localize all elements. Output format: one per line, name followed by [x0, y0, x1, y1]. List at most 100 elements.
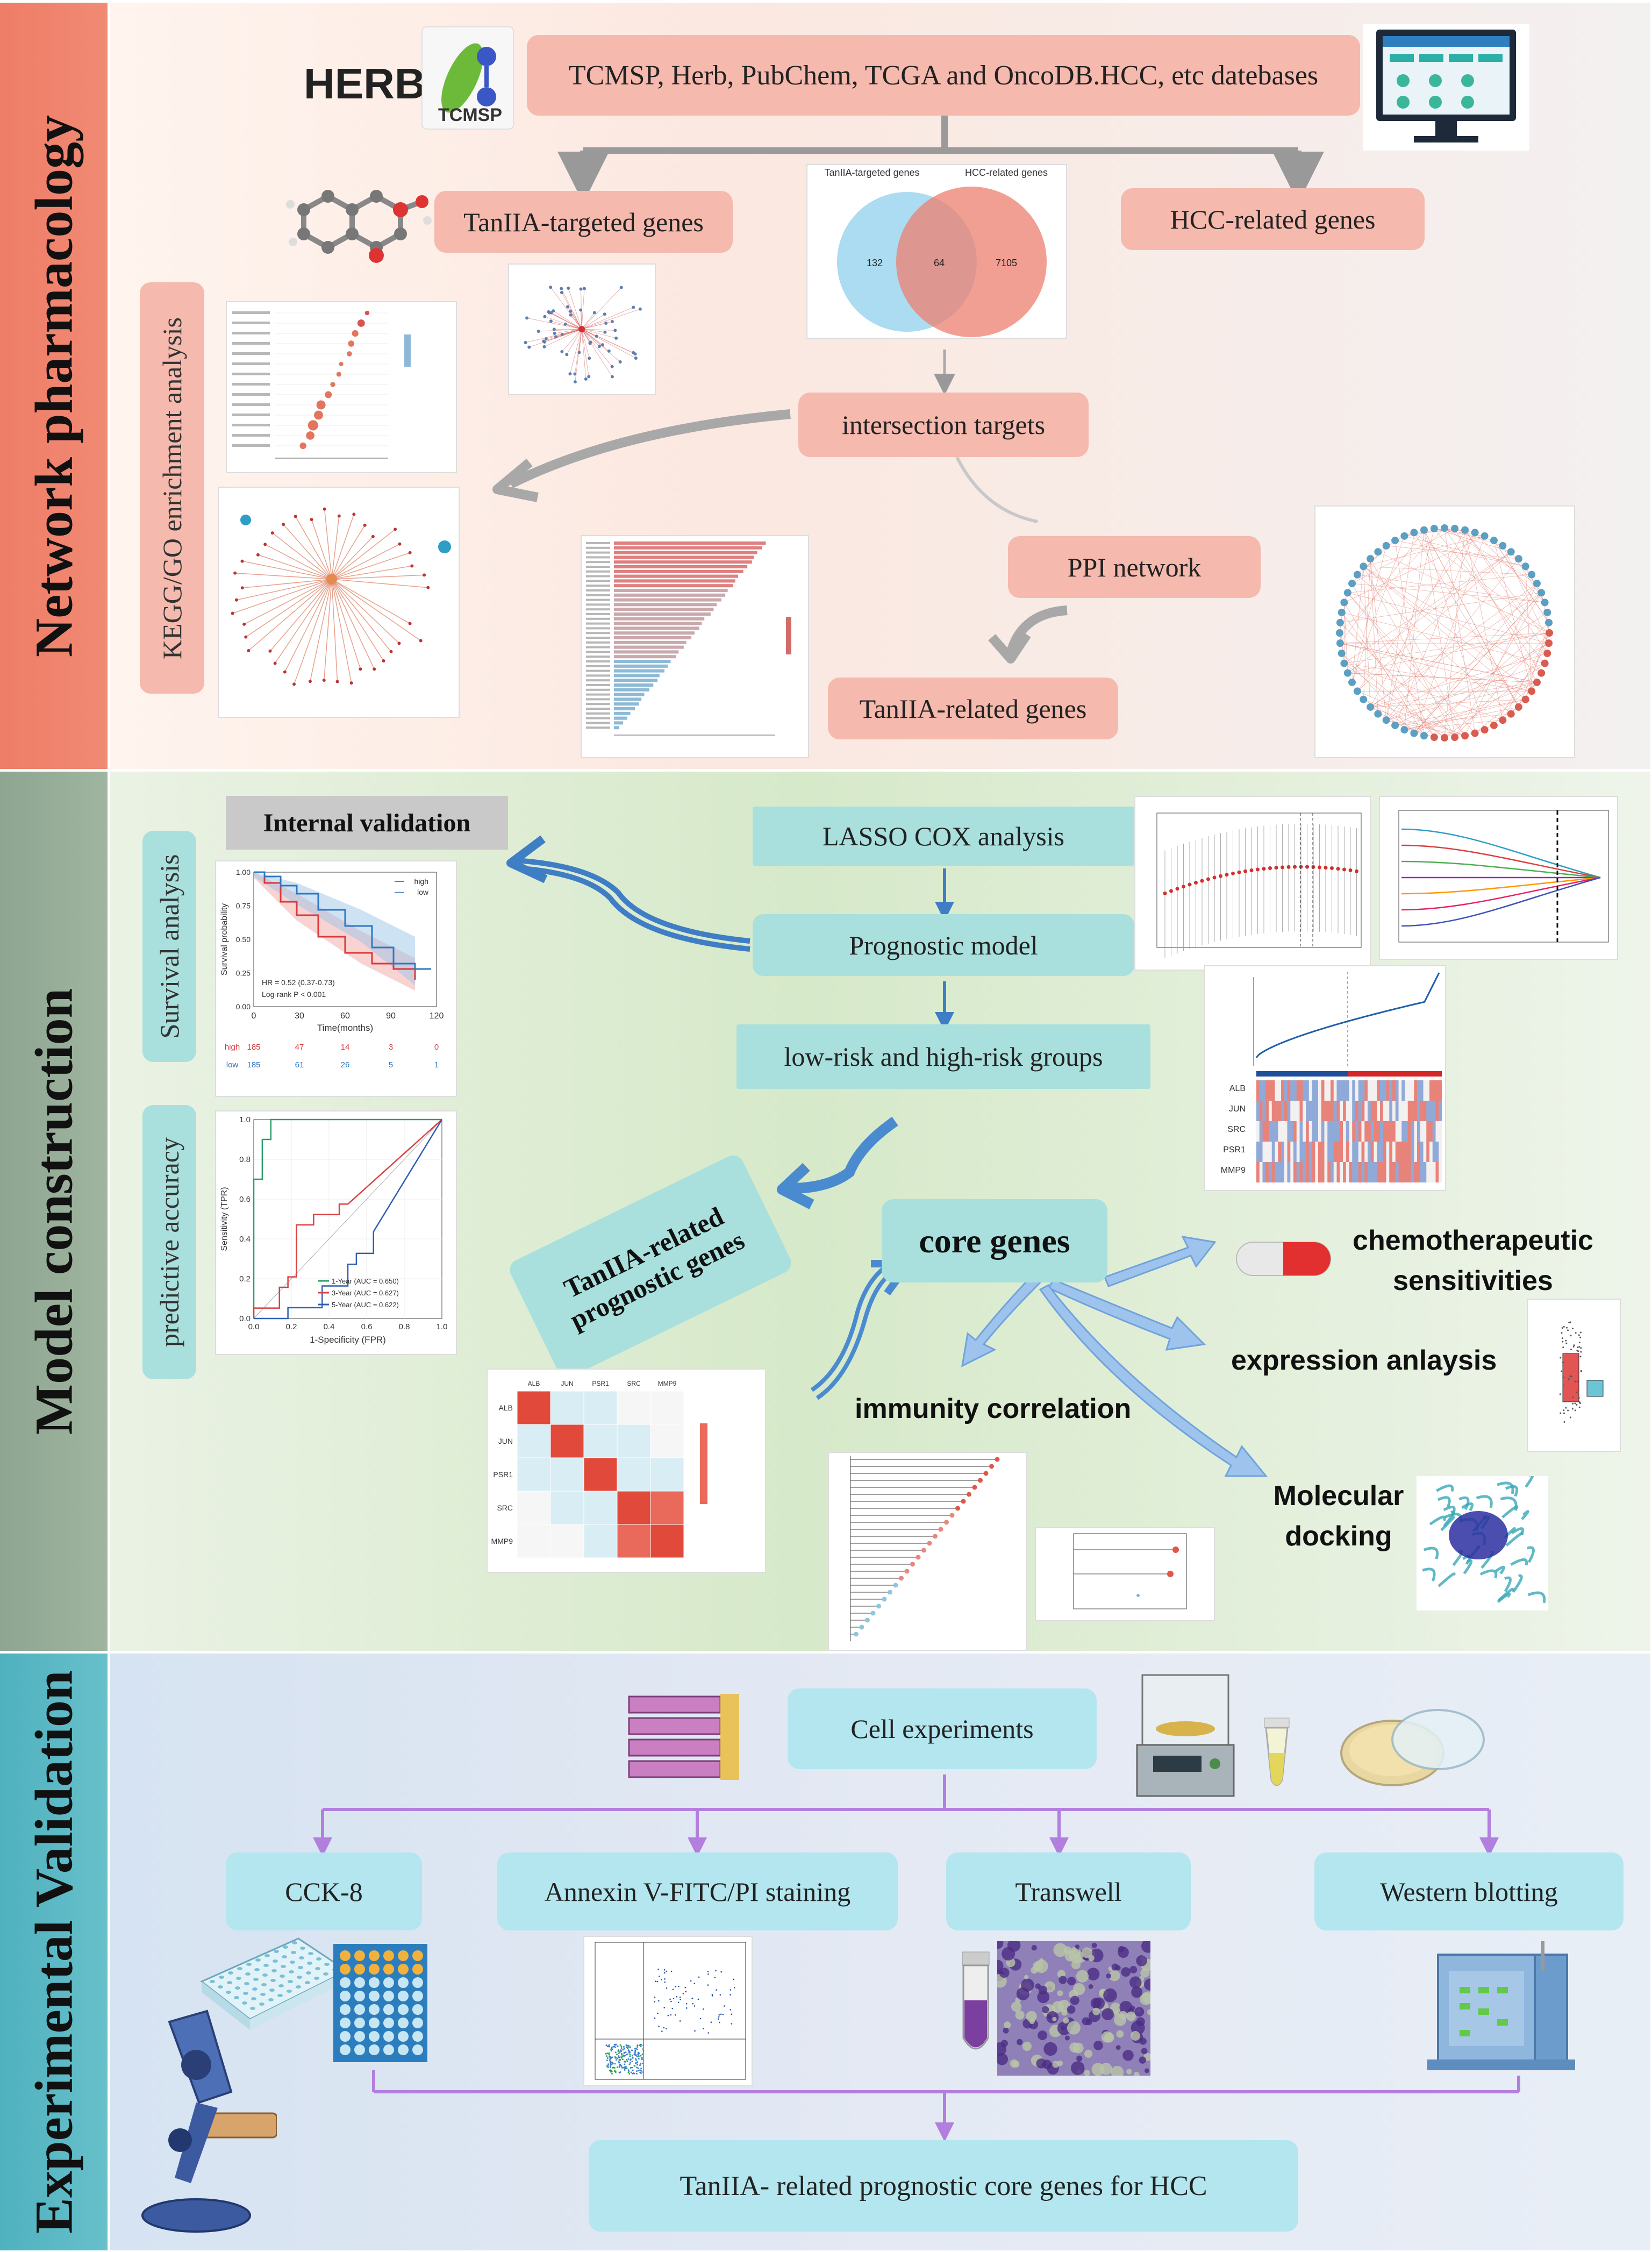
tanshinone-molecule-icon: [286, 190, 432, 263]
flow-event: [680, 1999, 682, 2000]
expression-point: [1577, 1346, 1579, 1349]
stained-cell: [1086, 1968, 1100, 1980]
flow-event: [614, 2051, 617, 2054]
corr-cell: [583, 1457, 618, 1492]
km-risk-high-label: high: [225, 1043, 240, 1052]
expression-point: [1561, 1370, 1563, 1372]
heatmap-cell: [1401, 1080, 1405, 1101]
stained-cell: [1110, 2002, 1121, 2014]
cnet-edge: [331, 579, 410, 624]
gene-label: [586, 717, 610, 719]
heatmap-cell: [1287, 1080, 1291, 1101]
ppi-edge: [1444, 528, 1542, 673]
cnet-node: [234, 598, 238, 602]
cck8-well: [398, 2044, 409, 2055]
stained-cell: [1052, 2016, 1057, 2022]
corr-cell: [617, 1391, 651, 1425]
roc-x-tick: 0.4: [324, 1322, 335, 1331]
heatmap-cell: [1336, 1142, 1340, 1162]
flow-cytometry-figure: [583, 1936, 753, 2086]
km-y-tick: 0.75: [236, 902, 251, 910]
flow-event: [640, 2043, 642, 2046]
heatmap-cell: [1271, 1121, 1275, 1142]
cck8-well: [369, 2004, 380, 2015]
roc-y-tick: 1.0: [239, 1115, 251, 1124]
cnet-node: [337, 514, 341, 518]
ppi-edge: [1344, 663, 1445, 738]
heatmap-cell: [1265, 1142, 1269, 1162]
flow-event: [640, 2045, 642, 2047]
venn-right-title: HCC-related genes: [965, 167, 1048, 178]
gene-score-bar: [614, 697, 642, 701]
cnet-node: [408, 622, 412, 625]
tan-related-genes-box: TanIIA-related genes: [828, 678, 1118, 739]
heatmap-cell: [1318, 1162, 1321, 1182]
stained-cell: [1035, 1983, 1041, 1989]
flow-event: [629, 2055, 631, 2057]
ppi-edge: [1347, 574, 1532, 593]
flow-event: [613, 2067, 616, 2069]
kegg-go-label: KEGG/GO enrichment analysis: [140, 282, 204, 694]
gene-label: [586, 669, 610, 672]
heatmap-cell: [1331, 1080, 1334, 1101]
ppi-node: [1543, 650, 1551, 658]
ppi-edge: [1424, 622, 1549, 736]
lollipop-dot: [967, 1492, 971, 1497]
heatmap-cell: [1303, 1101, 1306, 1121]
ppi-node: [1521, 562, 1529, 571]
roc-y-tick: 0.2: [239, 1274, 251, 1284]
heatmap-cell: [1312, 1142, 1315, 1162]
network-edge: [550, 287, 582, 330]
cnet-edge: [295, 516, 332, 580]
cck8-well: [369, 2018, 380, 2028]
ppi-edge: [1414, 682, 1537, 733]
flow-event: [636, 2056, 638, 2058]
flow-event: [609, 2055, 611, 2057]
ppi-edge: [1414, 536, 1485, 733]
gene-label: [586, 722, 610, 724]
gene-score-bar: [614, 565, 748, 568]
network-node: [588, 357, 591, 360]
plate-well: [283, 1945, 288, 1949]
roc-y-tick: 0.8: [239, 1155, 251, 1164]
corr-legend: [700, 1423, 707, 1504]
heatmap-cell: [1290, 1142, 1294, 1162]
stained-cell: [1069, 1949, 1083, 1963]
network-node: [566, 305, 569, 309]
stained-cell: [1022, 2041, 1032, 2051]
network-node: [563, 322, 567, 326]
flow-event: [614, 2046, 617, 2048]
stained-cell: [1091, 2063, 1105, 2076]
protein-helix: [1440, 1516, 1455, 1531]
network-node: [565, 353, 569, 357]
stained-cell: [1092, 1997, 1105, 2009]
heatmap-cell: [1308, 1121, 1312, 1142]
heatmap-cell: [1429, 1121, 1433, 1142]
flow-event: [626, 2054, 628, 2056]
cnet-node: [371, 535, 375, 538]
gene-label: [586, 684, 610, 686]
heatmap-cell: [1308, 1142, 1312, 1162]
plate-well: [261, 1983, 267, 1986]
gene-score-bar: [614, 655, 676, 659]
flow-event: [625, 2051, 627, 2054]
cnet-edge: [331, 525, 366, 580]
km-y-tick: 1.00: [236, 868, 251, 876]
heatmap-cell: [1303, 1142, 1306, 1162]
gene-label: [586, 641, 610, 644]
flow-event: [606, 2059, 608, 2062]
flow-event: [733, 1987, 735, 1989]
ppi-node: [1340, 598, 1348, 607]
flow-event: [642, 2071, 644, 2073]
corr-cell: [583, 1524, 618, 1558]
flow-event: [699, 2018, 702, 2020]
heatmap-cell: [1395, 1080, 1399, 1101]
roc-legend-text: 1-Year (AUC = 0.650): [332, 1277, 399, 1285]
flow-event: [731, 2023, 733, 2025]
corr-cell: [583, 1391, 618, 1425]
gene-label: [586, 632, 610, 635]
flow-event: [673, 1998, 675, 1999]
flow-event: [693, 2005, 696, 2007]
heatmap-cell: [1331, 1121, 1334, 1142]
flow-event: [657, 2012, 659, 2014]
